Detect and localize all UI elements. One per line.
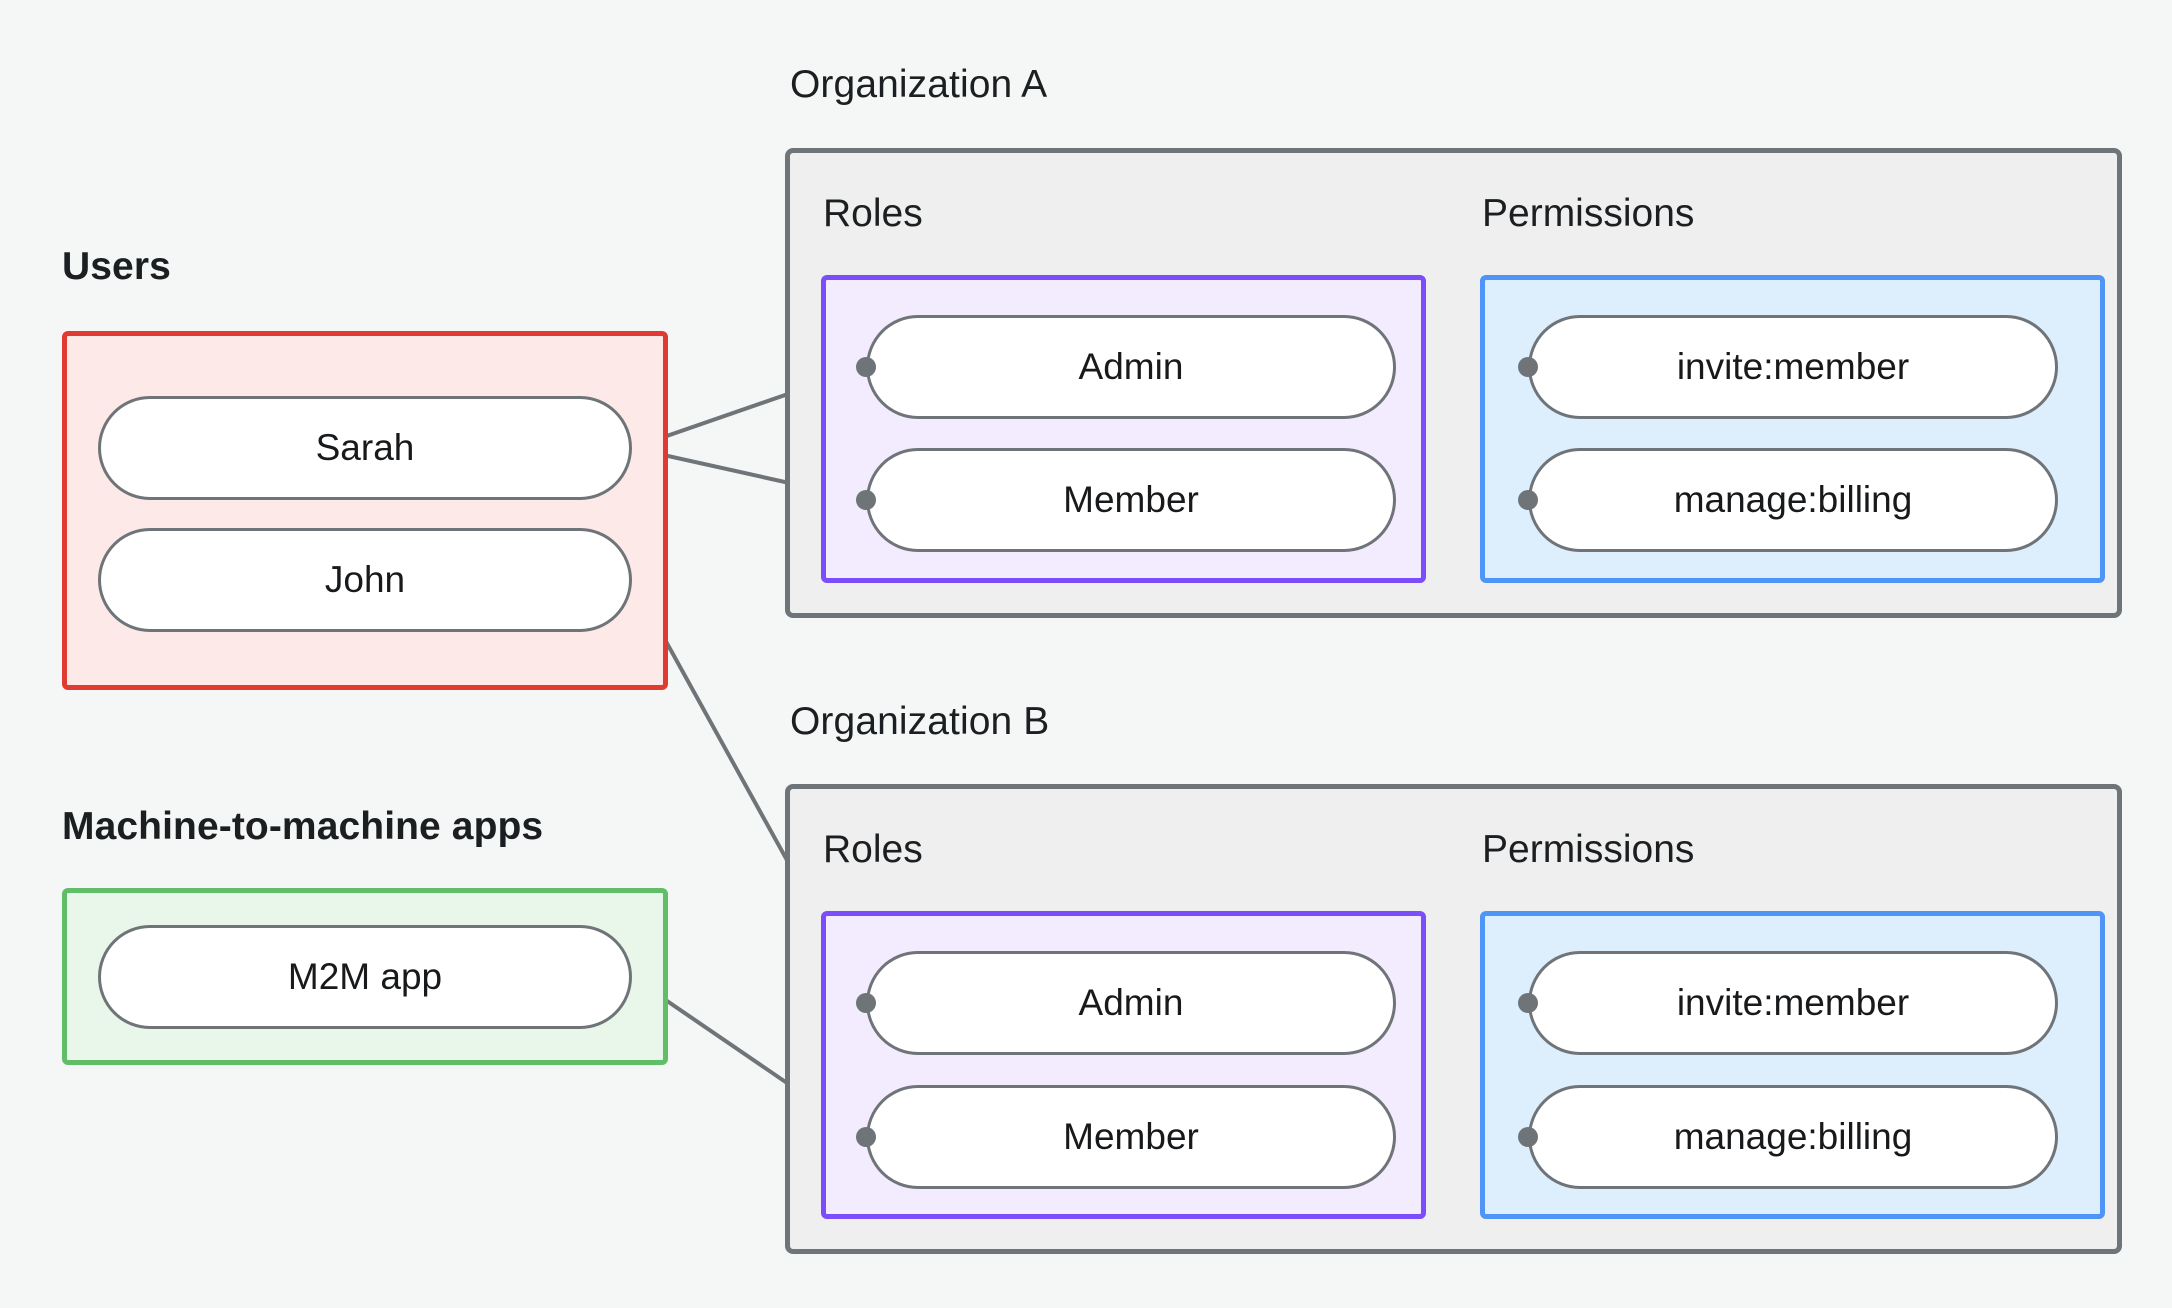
connector-dot-orgB-admin-in [856, 993, 876, 1013]
connector-dot-orgA-billing-in [1518, 490, 1538, 510]
organization-b-role-pill-member[interactable]: Member [866, 1085, 1396, 1189]
organization-b-permission-pill-manage-billing[interactable]: manage:billing [1528, 1085, 2058, 1189]
m2m-pill-app[interactable]: M2M app [98, 925, 632, 1029]
organization-b-permission-pill-invite-member[interactable]: invite:member [1528, 951, 2058, 1055]
user-pill-sarah-label: Sarah [315, 427, 415, 468]
user-pill-sarah[interactable]: Sarah [98, 396, 632, 500]
m2m-pill-app-label: M2M app [287, 956, 443, 997]
organization-a-role-member-label: Member [1063, 479, 1199, 520]
user-pill-john-label: John [324, 559, 406, 600]
organization-a-permission-pill-manage-billing[interactable]: manage:billing [1528, 448, 2058, 552]
organization-b-roles-label: Roles [823, 828, 923, 871]
organization-a-permission-pill-invite-member[interactable]: invite:member [1528, 315, 2058, 419]
connector-dot-orgA-admin-in [856, 357, 876, 377]
organization-a-role-pill-admin[interactable]: Admin [866, 315, 1396, 419]
organization-b-role-pill-admin[interactable]: Admin [866, 951, 1396, 1055]
m2m-group-title: Machine-to-machine apps [62, 805, 544, 848]
organization-a-permission-invite-member-label: invite:member [1676, 346, 1910, 387]
user-pill-john[interactable]: John [98, 528, 632, 632]
organization-b-permission-invite-member-label: invite:member [1676, 982, 1910, 1023]
organization-b-role-member-label: Member [1063, 1116, 1199, 1157]
organization-b-role-admin-label: Admin [1078, 982, 1184, 1023]
organization-a-role-pill-member[interactable]: Member [866, 448, 1396, 552]
connector-dot-orgB-billing-in [1518, 1127, 1538, 1147]
organization-b-permission-manage-billing-label: manage:billing [1673, 1116, 1913, 1157]
organization-a-title: Organization A [790, 63, 1048, 106]
users-group-title: Users [62, 245, 171, 288]
organization-a-permissions-label: Permissions [1482, 192, 1695, 235]
organization-a-permission-manage-billing-label: manage:billing [1673, 479, 1913, 520]
connector-dot-orgA-member-in [856, 490, 876, 510]
organization-b-permissions-label: Permissions [1482, 828, 1695, 871]
organization-a-role-admin-label: Admin [1078, 346, 1184, 387]
organization-b-title: Organization B [790, 700, 1050, 743]
connector-dot-orgA-invite-in [1518, 357, 1538, 377]
connector-dot-orgB-member-in [856, 1127, 876, 1147]
organization-a-roles-label: Roles [823, 192, 923, 235]
users-group-box [62, 331, 668, 690]
connector-dot-orgB-invite-in [1518, 993, 1538, 1013]
